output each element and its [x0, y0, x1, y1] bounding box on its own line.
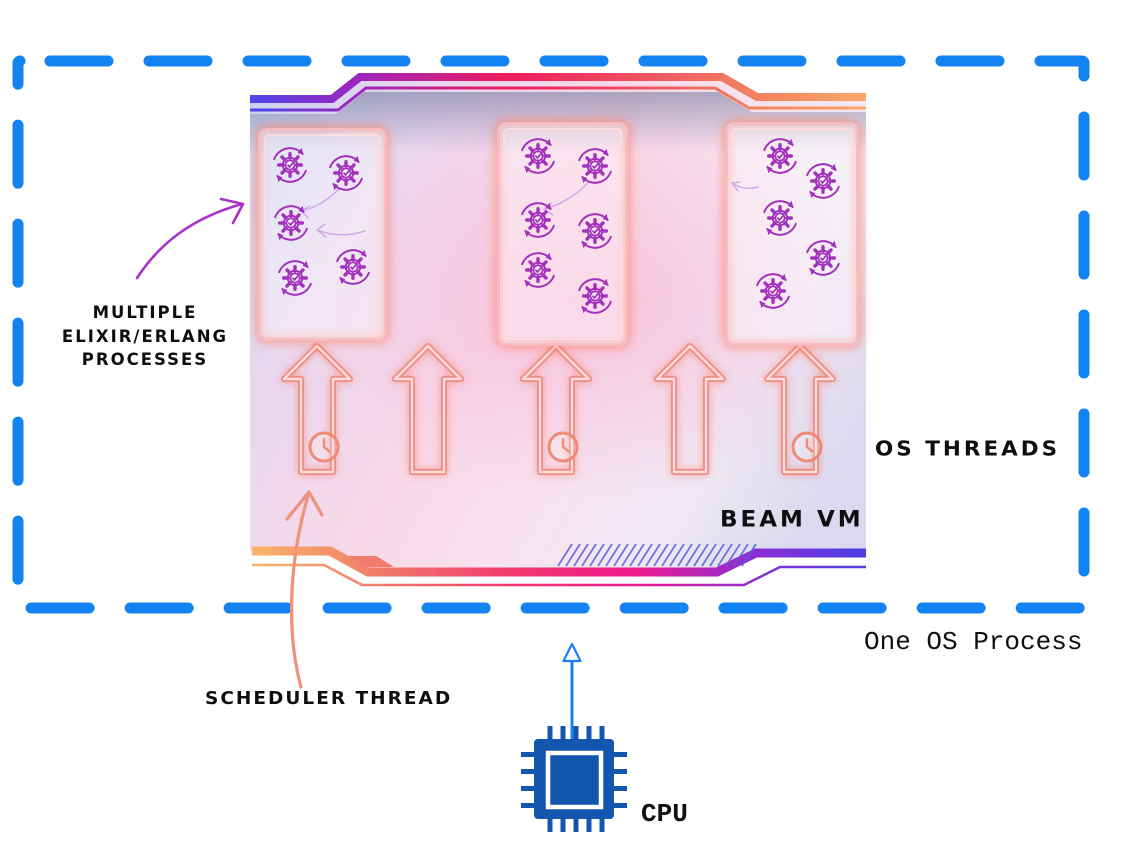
- gear-process-icon: [335, 248, 371, 286]
- multiple-processes-label-line1: MULTIPLE: [92, 303, 198, 322]
- gear-process-icon: [805, 162, 841, 200]
- cpu-chip-icon: [521, 726, 627, 832]
- scheduler-clocks: [308, 431, 823, 463]
- gear-process-icon: [520, 251, 556, 289]
- os-thread-arrow: [282, 344, 352, 474]
- os-thread-arrow: [392, 343, 464, 475]
- process-group-1: [258, 128, 387, 341]
- process-group-3: [725, 122, 859, 346]
- os-thread-arrow: [520, 343, 592, 475]
- clock-icon: [308, 431, 340, 463]
- os-thread-arrow: [765, 344, 835, 474]
- cpu-label: CPU: [641, 799, 688, 829]
- multiple-processes-label-line2: ELIXIR/ERLANG: [61, 326, 229, 346]
- os-thread-arrows: [281, 343, 836, 475]
- beam-vm-top-border: [250, 73, 866, 112]
- gear-process-icon: [328, 154, 364, 192]
- os-thread-arrow: [764, 343, 836, 475]
- os-thread-arrow: [393, 344, 463, 474]
- gear-process-icon: [277, 259, 313, 297]
- multiple-processes-label-line3: PROCESSES: [81, 350, 209, 369]
- process-connector-arrows: [300, 188, 366, 238]
- os-thread-arrow: [281, 343, 353, 475]
- one-os-process-label: One OS Process: [864, 627, 1083, 657]
- multiple-processes-label: MULTIPLE ELIXIR/ERLANG PROCESSES: [15, 301, 275, 372]
- diagonal-hatch-pattern: [557, 543, 757, 567]
- gear-process-icon: [805, 239, 841, 277]
- scheduler-thread-label: SCHEDULER THREAD: [205, 688, 453, 709]
- gear-process-icon: [577, 277, 613, 315]
- clock-icon: [791, 431, 823, 463]
- process-connector-arrows: [731, 181, 759, 192]
- gear-process-icon: [762, 199, 798, 237]
- gear-process-icon: [577, 147, 613, 185]
- os-thread-arrow: [521, 344, 591, 474]
- gear-process-icon: [755, 272, 791, 310]
- beam-vm-bottom-border: [252, 543, 866, 587]
- gear-process-icon: [762, 137, 798, 175]
- gear-process-icon: [520, 137, 556, 175]
- cpu-annotation-arrow: [562, 642, 582, 758]
- gear-process-icon: [272, 146, 308, 184]
- os-threads-label: OS THREADS: [875, 437, 1061, 462]
- process-group-2: [497, 122, 628, 346]
- clock-icon: [547, 431, 579, 463]
- gear-process-icon: [520, 201, 556, 239]
- gear-process-icon: [273, 204, 309, 242]
- os-thread-arrow: [655, 344, 725, 474]
- beam-vm-label: BEAM VM: [720, 507, 864, 533]
- gear-process-icon: [577, 212, 613, 250]
- os-thread-arrow: [654, 343, 726, 475]
- scheduler-thread-annotation-arrow: [285, 490, 324, 689]
- process-connector-arrows: [543, 182, 589, 216]
- multiple-processes-annotation-arrow: [135, 197, 245, 280]
